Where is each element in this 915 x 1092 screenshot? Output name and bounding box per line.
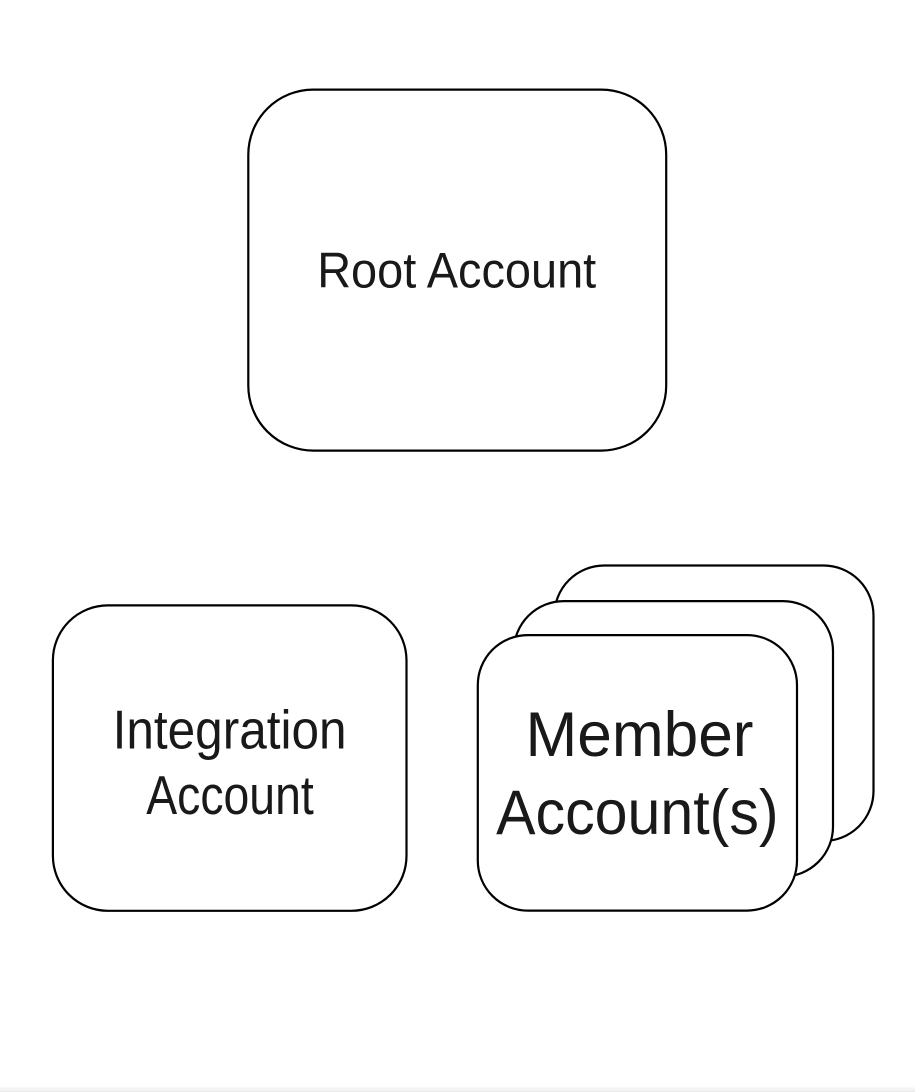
svg-text:Root Account: Root Account bbox=[317, 243, 596, 299]
svg-text:Account(s): Account(s) bbox=[496, 778, 779, 848]
svg-text:Account: Account bbox=[146, 764, 314, 826]
svg-text:Member: Member bbox=[526, 700, 754, 770]
svg-text:Integration: Integration bbox=[113, 698, 347, 760]
